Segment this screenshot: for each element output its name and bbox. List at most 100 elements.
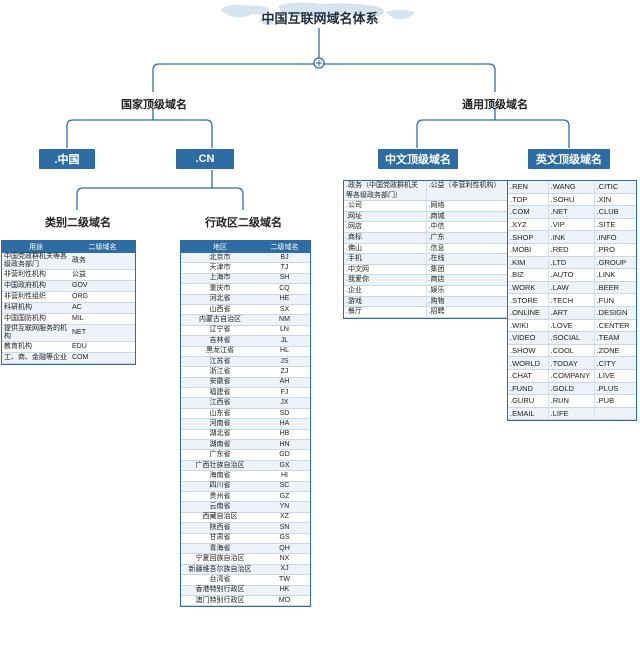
box-zhongguo: .中国 [39,149,95,169]
branch-national-label: 国家顶级域名 [121,99,187,111]
list-item: .SHOP.INK.INFO [508,231,636,244]
list-item: .我爱你.商店 [344,275,507,286]
admin-region-cell: 香港特别行政区 [181,585,259,596]
english-domain-cell: .ART [549,306,595,319]
admin-region-cell: 澳门特别行政区 [181,595,259,607]
chinese-domain-right: .在线 [428,255,445,263]
list-item: .ONLINE.ART.DESIGN [508,306,636,320]
list-item: .佛山.信息 [344,243,507,255]
admin-region-cell: 辽宁省 [181,325,259,337]
list-item: .MOBI.RED.PRO [508,243,636,257]
list-item: .FUND.GOLD.PLUS [508,382,636,396]
english-domain-cell: .VIDEO [508,332,549,344]
category-domain-cell: MIL [70,313,135,325]
admin-region-cell: 黑龙江省 [181,346,259,357]
admin-region-cell: 江西省 [181,397,259,409]
admin-domain-cell: HK [259,585,310,596]
admin-domain-cell: JL [259,335,310,347]
english-domain-cell: .LOVE [549,319,595,332]
chinese-domain-left: .商标 [344,232,427,243]
english-domain-cell: .WORLD [508,357,549,369]
english-domain-cell: .REN [508,181,549,193]
admin-region-cell: 甘肃省 [181,533,259,544]
list-item: .REN.WANG.CITIC [508,181,636,194]
category-use-cell: 中国党政群机关等各级政务部门 [2,253,70,270]
english-domain-cell: .GOLD [549,382,595,395]
branch-generic-label: 通用顶级域名 [462,99,528,111]
category-header-use: 用途 [2,241,70,253]
list-item: .游戏.购物 [344,296,507,308]
box-english-tld: 英文顶级域名 [528,149,610,169]
english-domain-cell: .PRO [596,245,615,255]
english-domain-cell: .STORE [508,294,549,306]
english-domain-cell: .CLUB [596,207,619,217]
english-domain-cell: .COOL [549,344,595,357]
english-domain-cell: .XYZ [508,218,549,231]
admin-region-cell: 台湾省 [181,574,259,586]
admin-region-cell: 内蒙古自治区 [181,314,259,326]
category-use-cell: 非营利性机构 [2,269,70,281]
list-item: .XYZ.VIP.SITE [508,218,636,232]
category-header-domain: 二级域名 [70,241,135,253]
list-item: .餐厅.招聘 [344,307,507,318]
sublabel-admin: 行政区二级域名 [205,217,282,229]
admin-domain-cell: GX [259,460,310,472]
admin-region-cell: 福建省 [181,387,259,399]
category-domain-cell: COM [70,352,135,364]
admin-region-cell: 吉林省 [181,335,259,347]
category-domain-cell: GOV [70,280,135,292]
admin-domain-cell: AH [259,377,310,389]
list-item: .商标.广东 [344,232,507,244]
admin-domain-cell: ZJ [259,366,310,378]
chinese-domain-left: .手机 [344,254,427,264]
admin-domain-cell: XJ [259,564,310,576]
world-map-decoration [220,2,415,26]
category-use-cell: 科研机构 [2,302,70,314]
category-use-cell: 中国国防机构 [2,313,70,325]
chinese-domain-right: .中信 [428,223,445,231]
english-domain-cell: .CENTER [596,320,630,330]
category-domain-cell: AC [70,302,135,314]
english-domain-cell: .XIN [596,194,612,204]
list-item: .中文网.集团 [344,264,507,276]
admin-domain-cell: GZ [259,491,310,503]
admin-domain-cell: FJ [259,387,310,399]
sublabel-category: 类别二级域名 [45,217,111,229]
english-domain-cell: .TOP [508,193,549,206]
admin-region-cell: 河南省 [181,418,259,430]
admin-region-cell: 上海市 [181,273,259,285]
table-row: 非营利性机构公益 [2,269,135,281]
list-item: .STORE.TECH.FUN [508,294,636,307]
english-domain-cell: .LIFE [549,407,595,420]
admin-region-cell: 陕西省 [181,522,259,534]
english-domain-cell: .WANG [549,181,595,193]
chinese-domain-right: .广东 [428,233,445,241]
chinese-tld-table: .政务（中国党政群机关等各级政务部门）.公益（非营利性机构）.公司.网络.网址.… [343,180,508,319]
english-domain-cell: .ZONE [596,346,620,356]
admin-region-cell: 青海省 [181,543,259,555]
admin-region-cell: 北京市 [181,253,259,264]
english-domain-cell: .AUTO [549,269,595,281]
english-domain-cell: .FUN [596,295,615,305]
admin-domain-cell: NM [259,314,310,326]
category-domain-cell: 公益 [70,269,135,281]
chinese-domain-left: .我爱你 [344,275,427,285]
